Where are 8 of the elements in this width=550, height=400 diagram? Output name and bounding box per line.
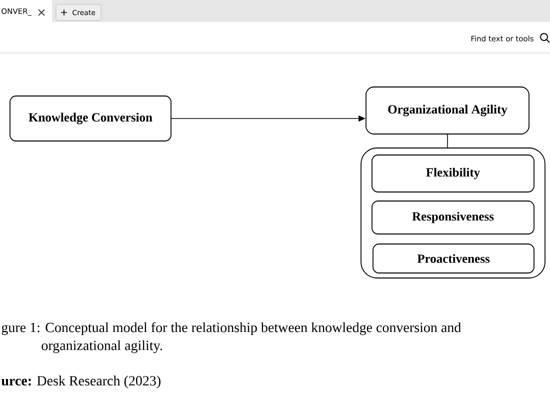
caption: gure 1: Conceptual model for the relationship between knowledge conversion and organizational agility.	[2, 322, 461, 354]
process-box: Flexibility	[372, 154, 534, 192]
group-box	[360, 148, 546, 278]
process-box: Proactiveness	[372, 244, 534, 274]
source-note: urce: Desk Research (2023)	[1, 376, 160, 388]
process-box: Responsiveness	[372, 200, 534, 234]
process-box: Organizational Agility	[366, 86, 530, 134]
process-box: Knowledge Conversion	[10, 96, 172, 142]
